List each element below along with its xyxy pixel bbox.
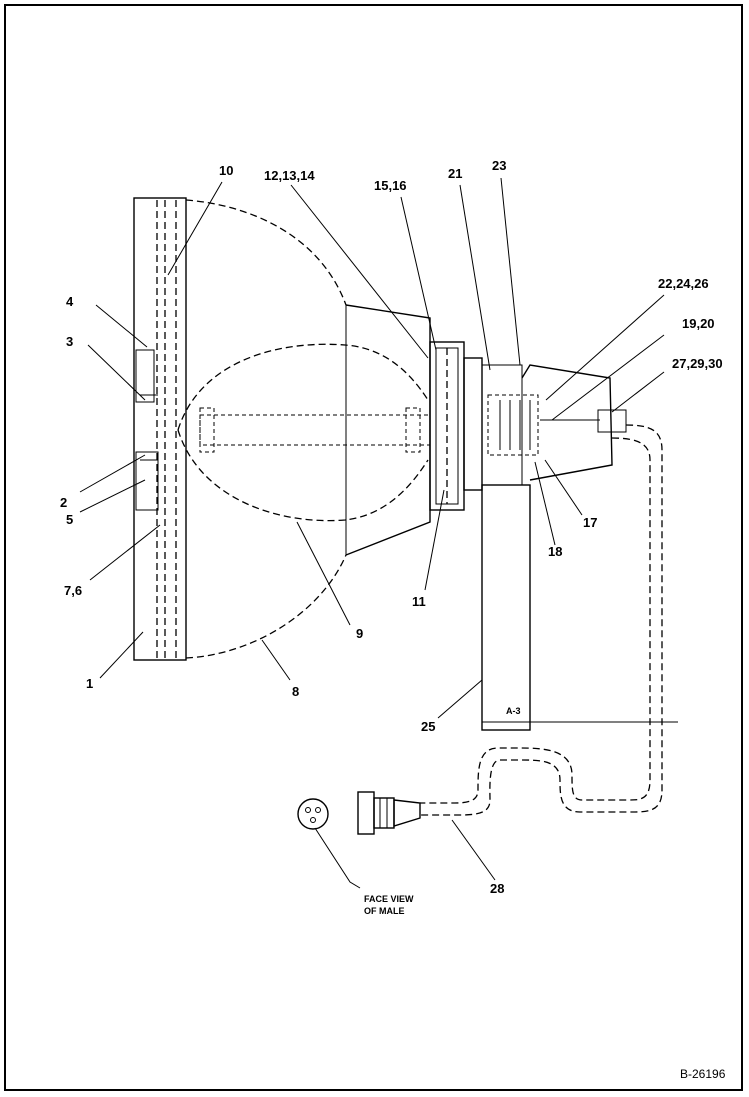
mounting-bracket: A-3 [481,484,678,731]
rear-flange [429,341,483,511]
callout-27-29-30: 27,29,30 [672,356,723,371]
male-face-view [297,798,329,830]
figure-id: B-26196 [680,1067,726,1081]
callout-11: 11 [412,594,426,609]
face-view-note: FACE VIEW OF MALE [364,894,414,916]
bulb [177,343,431,522]
leader-lines [79,177,665,889]
callout-2: 2 [60,495,67,510]
lens-ring [133,197,187,661]
callout-15-16: 15,16 [374,178,407,193]
callout-19-20: 19,20 [682,316,715,331]
callout-28: 28 [490,881,504,896]
callout-10: 10 [219,163,233,178]
callout-4: 4 [66,294,74,309]
callout-1: 1 [86,676,93,691]
connector-plug [357,791,421,835]
callout-25: 25 [421,719,435,734]
face-view-line-1: FACE VIEW [364,894,414,904]
callout-9: 9 [356,626,363,641]
face-view-line-2: OF MALE [364,906,405,916]
callout-7-6: 7,6 [64,583,82,598]
callout-labels: 10 12,13,14 15,16 21 23 22,24,26 19,20 2… [60,158,723,896]
callout-23: 23 [492,158,506,173]
socket-boot [481,364,627,486]
callout-12-13-14: 12,13,14 [264,168,315,183]
housing-shell [185,199,431,659]
callout-17: 17 [583,515,597,530]
callout-5: 5 [66,512,73,527]
bracket-tag: A-3 [506,706,521,716]
wire-harness [420,424,663,816]
callout-18: 18 [548,544,562,559]
callout-3: 3 [66,334,73,349]
callout-21: 21 [448,166,462,181]
callout-22-24-26: 22,24,26 [658,276,709,291]
callout-8: 8 [292,684,299,699]
diagram-border [4,4,743,1091]
